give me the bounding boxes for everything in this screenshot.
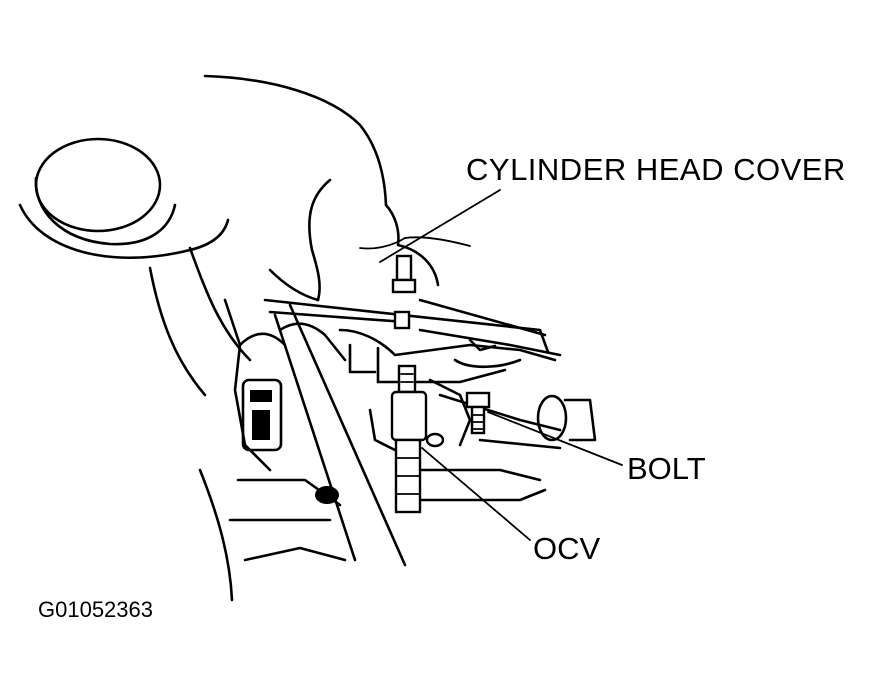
figure-code: G01052363 [38, 597, 153, 622]
bolt-part [465, 391, 491, 435]
engine-right [368, 328, 597, 502]
ocv-label: OCV [533, 531, 601, 566]
hand-outline [203, 74, 471, 302]
leader-cylinder-head-cover [379, 189, 501, 263]
leader-bolt [487, 411, 623, 466]
leader-ocv [421, 447, 531, 541]
ocv-valve [390, 364, 445, 514]
cylinder-head-cover [263, 298, 557, 384]
cover-bolt [391, 254, 417, 330]
bolt-label: BOLT [627, 451, 706, 486]
cylinder-head-cover-label: CYLINDER HEAD COVER [466, 152, 846, 187]
leader-lines [379, 189, 623, 541]
reservoir-cap [18, 137, 252, 397]
engine-body [198, 298, 407, 602]
